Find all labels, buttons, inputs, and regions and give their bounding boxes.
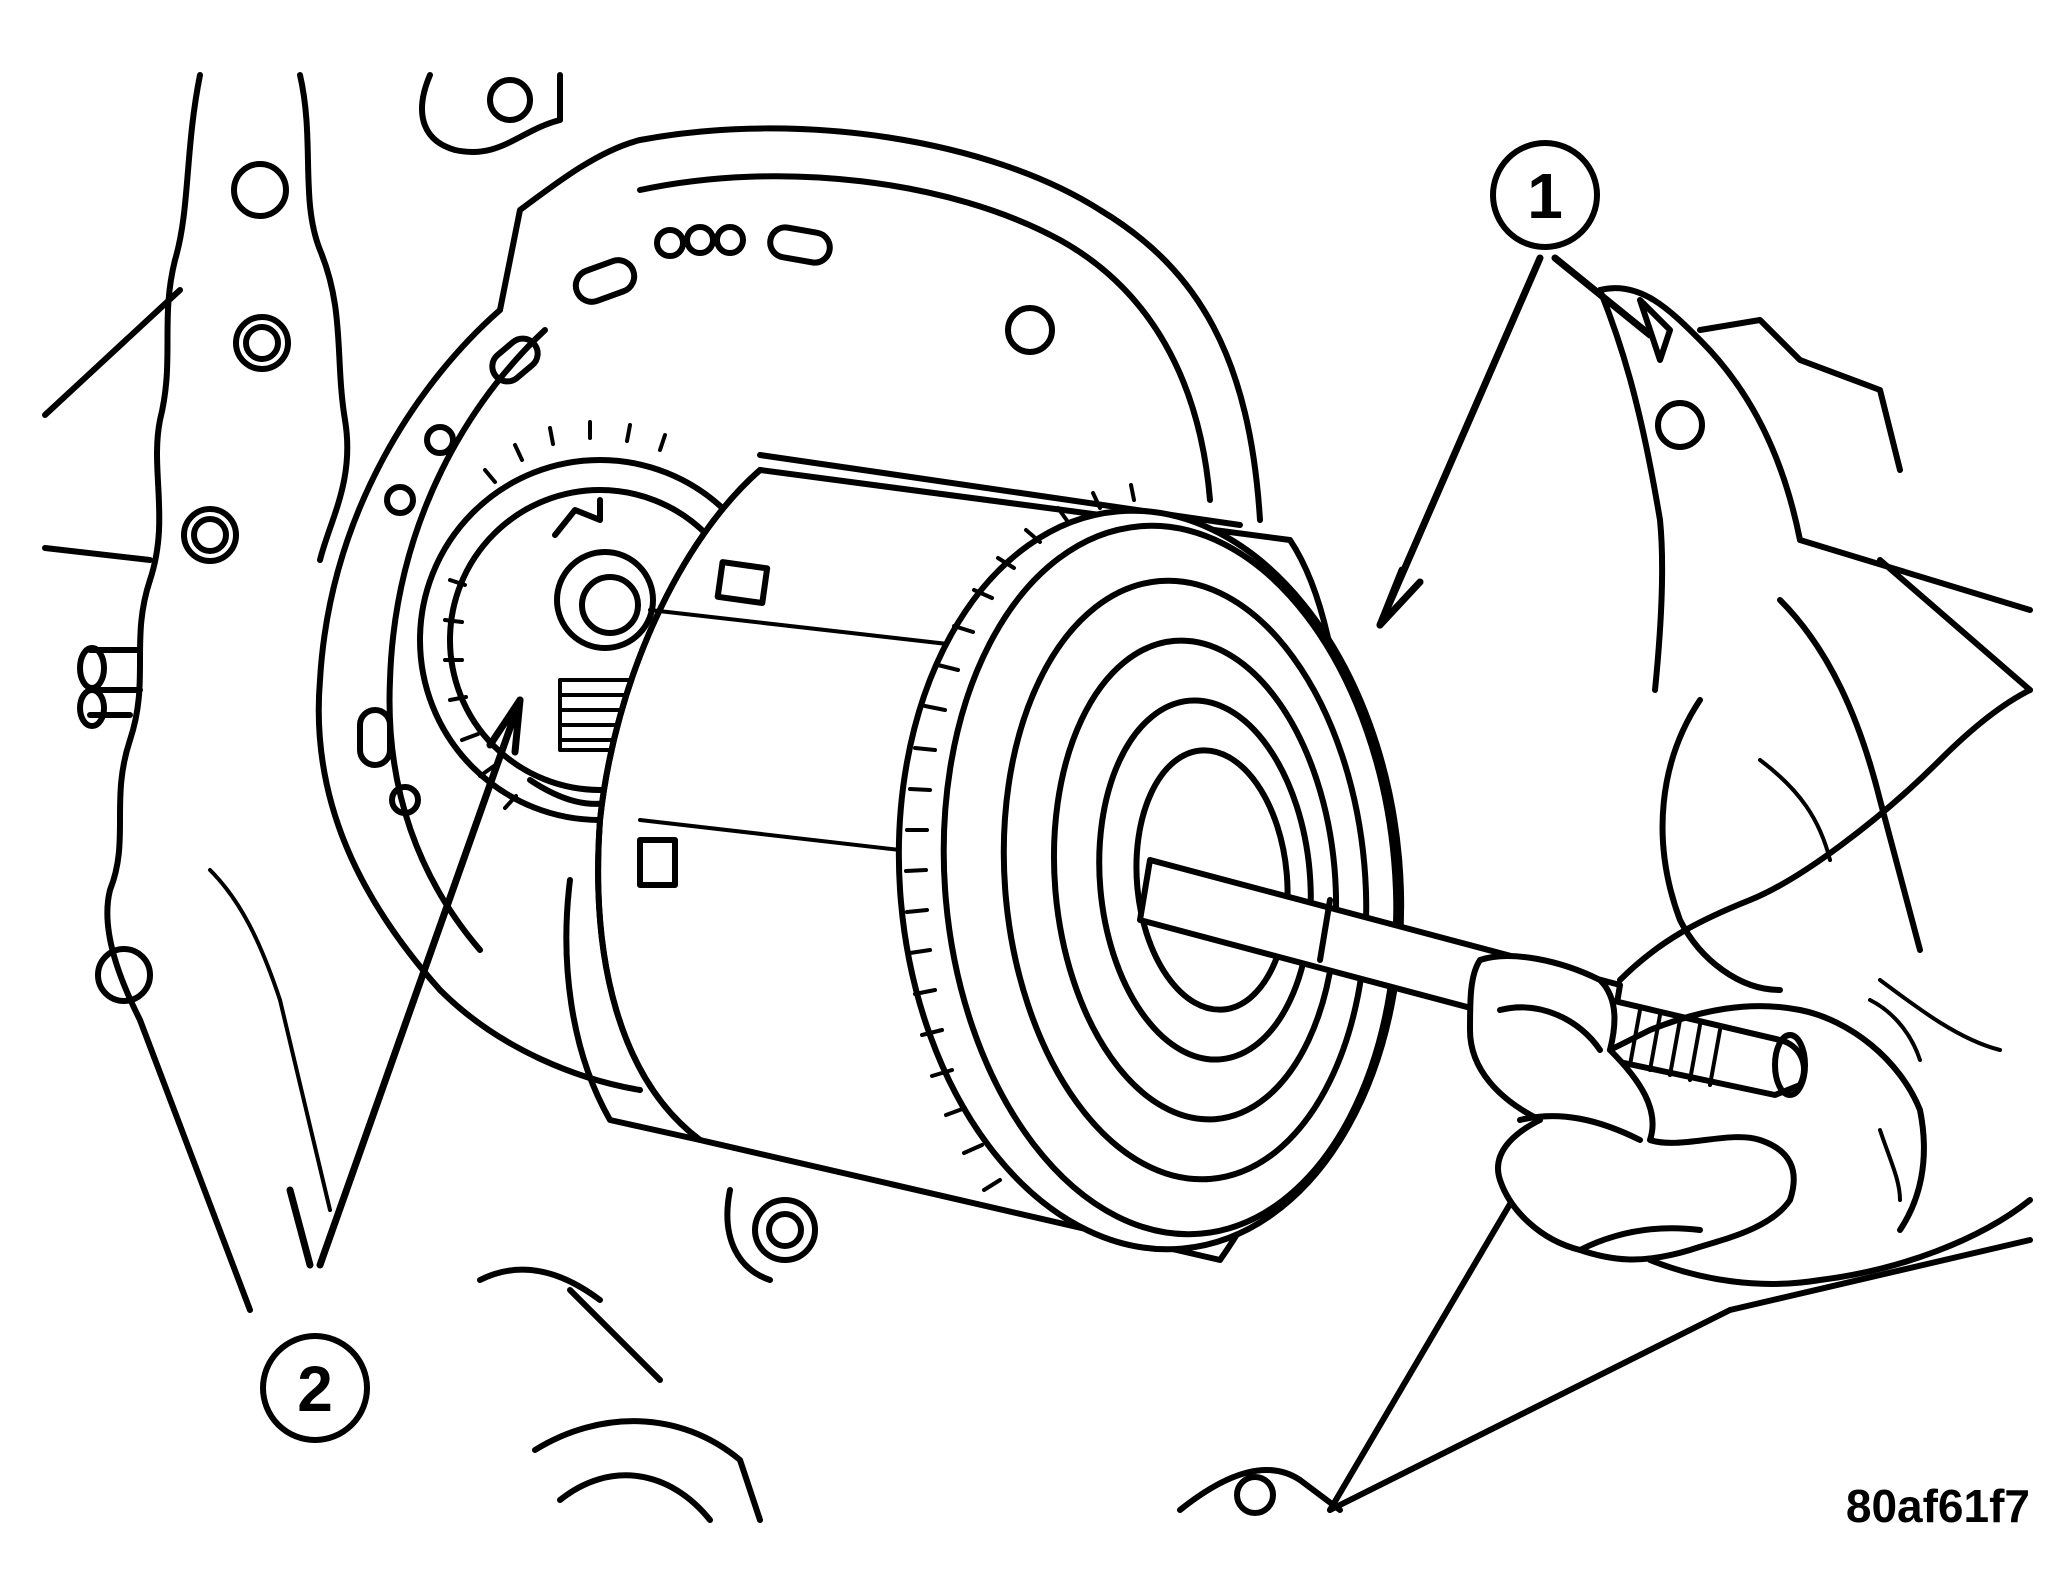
case-right-section xyxy=(1597,285,2033,1052)
callout-1: 1 xyxy=(1490,140,1600,250)
callout-2: 2 xyxy=(260,1333,370,1443)
case-lower-section xyxy=(477,1167,2033,1523)
callout-leaders xyxy=(286,254,1654,1269)
clutch-drum xyxy=(563,452,1405,1263)
callout-2-label: 2 xyxy=(297,1353,333,1425)
transmission-case-flange xyxy=(42,72,563,1313)
hand xyxy=(1467,687,2033,1287)
pump-housing-ring xyxy=(315,125,1263,1093)
callout-1-label: 1 xyxy=(1527,160,1563,232)
figure-id: 80af61f7 xyxy=(1846,1480,2030,1532)
